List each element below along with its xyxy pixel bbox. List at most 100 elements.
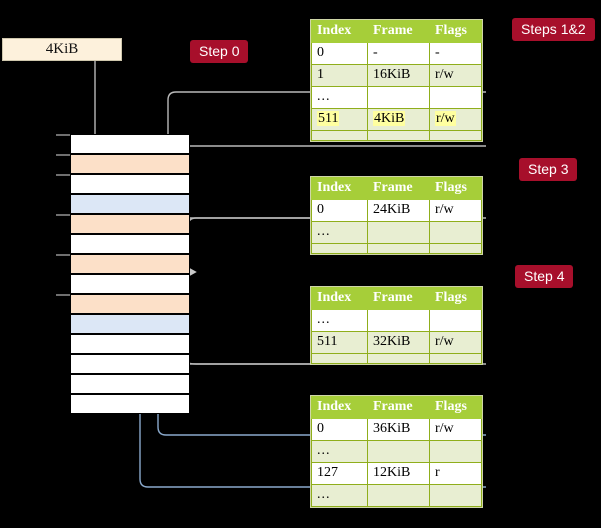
cell-text: r/w <box>435 67 454 82</box>
table-cell <box>367 243 430 254</box>
cell-text: - <box>435 45 440 60</box>
table-cell <box>311 130 368 141</box>
memory-frame-row <box>70 334 190 354</box>
step-badge-step4: Step 4 <box>515 265 574 288</box>
memory-frame-row <box>70 294 190 314</box>
memory-frame-row <box>70 254 190 274</box>
table-row: 511 4KiB r/w <box>311 108 482 131</box>
source-frame-label: 4KiB <box>45 41 79 57</box>
cell-text: r <box>435 465 440 480</box>
table-cell: 12KiB <box>367 462 430 485</box>
table-cell <box>429 243 482 254</box>
table-cell: 36KiB <box>367 418 430 441</box>
column-header-frame: Frame <box>367 396 430 419</box>
memory-frame-row <box>70 154 190 174</box>
table-cell: ... <box>311 221 368 244</box>
table-cell <box>367 130 430 141</box>
table-cell <box>429 221 482 244</box>
column-header-flags: Flags <box>429 177 482 200</box>
ellipsis-text: ... <box>317 312 331 327</box>
table-cell: ... <box>311 86 368 109</box>
memory-frame-row <box>70 194 190 214</box>
table-row: 1 16KiB r/w <box>311 64 482 87</box>
cell-text: 32KiB <box>373 334 411 349</box>
ellipsis-text: ... <box>317 89 331 104</box>
cell-text: 511 <box>317 334 338 349</box>
table-cell <box>367 309 430 332</box>
table-cell: r/w <box>429 199 482 222</box>
cell-text: 4KiB <box>373 111 406 126</box>
memory-frame-row <box>70 374 190 394</box>
column-header-index: Index <box>311 20 368 43</box>
cell-text: 0 <box>317 421 324 436</box>
table-cell <box>311 353 368 364</box>
table-row <box>311 243 482 254</box>
table-cell <box>367 440 430 463</box>
table-cell: ... <box>311 309 368 332</box>
table-cell <box>429 353 482 364</box>
source-frame-block: 4KiB <box>2 38 122 61</box>
table-cell <box>429 86 482 109</box>
table-row: 0 - - <box>311 42 482 65</box>
cell-text: 0 <box>317 202 324 217</box>
table-cell: 511 <box>311 331 368 354</box>
cell-text: - <box>373 45 378 60</box>
table-cell <box>429 309 482 332</box>
cell-text: 36KiB <box>373 421 411 436</box>
table-row: ... <box>311 221 482 244</box>
cell-text: r/w <box>435 421 454 436</box>
memory-frame-tick <box>56 294 70 296</box>
table-cell: 32KiB <box>367 331 430 354</box>
table-cell <box>429 130 482 141</box>
table-cell <box>367 353 430 364</box>
table-cell <box>367 86 430 109</box>
cell-text: r/w <box>435 111 456 126</box>
table-cell: r <box>429 462 482 485</box>
table-cell: 4KiB <box>367 108 430 131</box>
table-cell: r/w <box>429 418 482 441</box>
table-cell: 16KiB <box>367 64 430 87</box>
memory-frame-tick <box>56 154 70 156</box>
table-cell <box>429 440 482 463</box>
memory-frame-row <box>70 174 190 194</box>
memory-frame-row <box>70 394 190 414</box>
step-badge-step3: Step 3 <box>519 158 578 181</box>
table-cell: ... <box>311 484 368 507</box>
table-row: ... <box>311 86 482 109</box>
memory-frame-row <box>70 234 190 254</box>
memory-frame-row <box>70 314 190 334</box>
step-badge-step0: Step 0 <box>190 40 249 63</box>
cell-text: 0 <box>317 45 324 60</box>
table-row <box>311 130 482 141</box>
table-row: ... <box>311 440 482 463</box>
table-cell: - <box>367 42 430 65</box>
memory-frame-row <box>70 134 190 154</box>
memory-frame-row <box>70 274 190 294</box>
table-cell: 1 <box>311 64 368 87</box>
table-cell: 0 <box>311 199 368 222</box>
memory-frame-tick <box>56 254 70 256</box>
ellipsis-text: ... <box>317 443 331 458</box>
physical-memory-column <box>70 134 190 414</box>
table-row: ... <box>311 309 482 332</box>
column-header-frame: Frame <box>367 20 430 43</box>
table-cell: 127 <box>311 462 368 485</box>
column-header-frame: Frame <box>367 177 430 200</box>
memory-frame-tick <box>56 214 70 216</box>
table-cell: 511 <box>311 108 368 131</box>
table-cell: r/w <box>429 331 482 354</box>
column-header-flags: Flags <box>429 20 482 43</box>
cell-text: 16KiB <box>373 67 411 82</box>
table-cell: - <box>429 42 482 65</box>
table-row: 511 32KiB r/w <box>311 331 482 354</box>
cell-text: r/w <box>435 202 454 217</box>
memory-frame-tick <box>56 174 70 176</box>
step-badge-steps12: Steps 1&2 <box>512 18 595 41</box>
table-row <box>311 353 482 364</box>
cell-text: 127 <box>317 465 338 480</box>
